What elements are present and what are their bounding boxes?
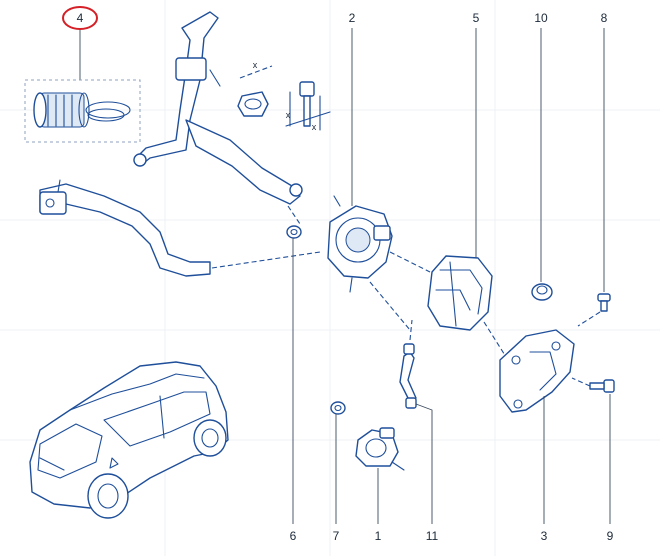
nut-7 bbox=[330, 401, 346, 415]
callout-10[interactable]: 10 bbox=[534, 11, 548, 282]
callout-6[interactable]: 6 bbox=[290, 238, 297, 543]
highlight-circle bbox=[62, 6, 98, 30]
bracket bbox=[499, 329, 575, 413]
pump-cover bbox=[427, 255, 509, 361]
callout-3[interactable]: 3 bbox=[541, 396, 548, 543]
callout-6-label: 6 bbox=[290, 529, 297, 543]
callout-4-label: 4 bbox=[77, 11, 84, 25]
callout-7[interactable]: 7 bbox=[333, 414, 340, 543]
callout-1-label: 1 bbox=[375, 529, 382, 543]
callout-2[interactable]: 2 bbox=[349, 11, 356, 206]
svg-text:x: x bbox=[253, 60, 258, 70]
callout-2-label: 2 bbox=[349, 11, 356, 25]
svg-text:x: x bbox=[312, 122, 317, 132]
callout-11-label: 11 bbox=[426, 529, 439, 543]
grommet bbox=[531, 283, 553, 301]
callout-1[interactable]: 1 bbox=[375, 468, 382, 543]
fastener-detail: x x x bbox=[237, 60, 331, 132]
callout-8[interactable]: 8 bbox=[601, 11, 608, 292]
filter-kit-box bbox=[24, 79, 141, 143]
bolt-8 bbox=[577, 293, 611, 327]
washer-6 bbox=[286, 225, 302, 239]
vehicle-illustration bbox=[29, 361, 229, 519]
callout-5-label: 5 bbox=[473, 11, 480, 25]
bolt-9 bbox=[571, 377, 615, 393]
filter-element[interactable] bbox=[33, 92, 90, 128]
o-rings bbox=[85, 101, 131, 122]
callout-11[interactable]: 11 bbox=[415, 403, 439, 543]
small-pump bbox=[355, 427, 405, 471]
callout-8-label: 8 bbox=[601, 11, 608, 25]
callout-4[interactable]: 4 bbox=[62, 6, 98, 80]
callout-3-label: 3 bbox=[541, 529, 548, 543]
callout-9-label: 9 bbox=[607, 529, 614, 543]
valve-body bbox=[327, 195, 431, 331]
upper-hose bbox=[133, 11, 303, 225]
callout-9[interactable]: 9 bbox=[607, 394, 614, 543]
callout-7-label: 7 bbox=[333, 529, 340, 543]
lower-hose bbox=[39, 179, 321, 277]
hose-11 bbox=[399, 319, 417, 409]
svg-text:x: x bbox=[286, 110, 291, 120]
callout-10-label: 10 bbox=[534, 11, 548, 25]
callout-5[interactable]: 5 bbox=[473, 11, 480, 258]
